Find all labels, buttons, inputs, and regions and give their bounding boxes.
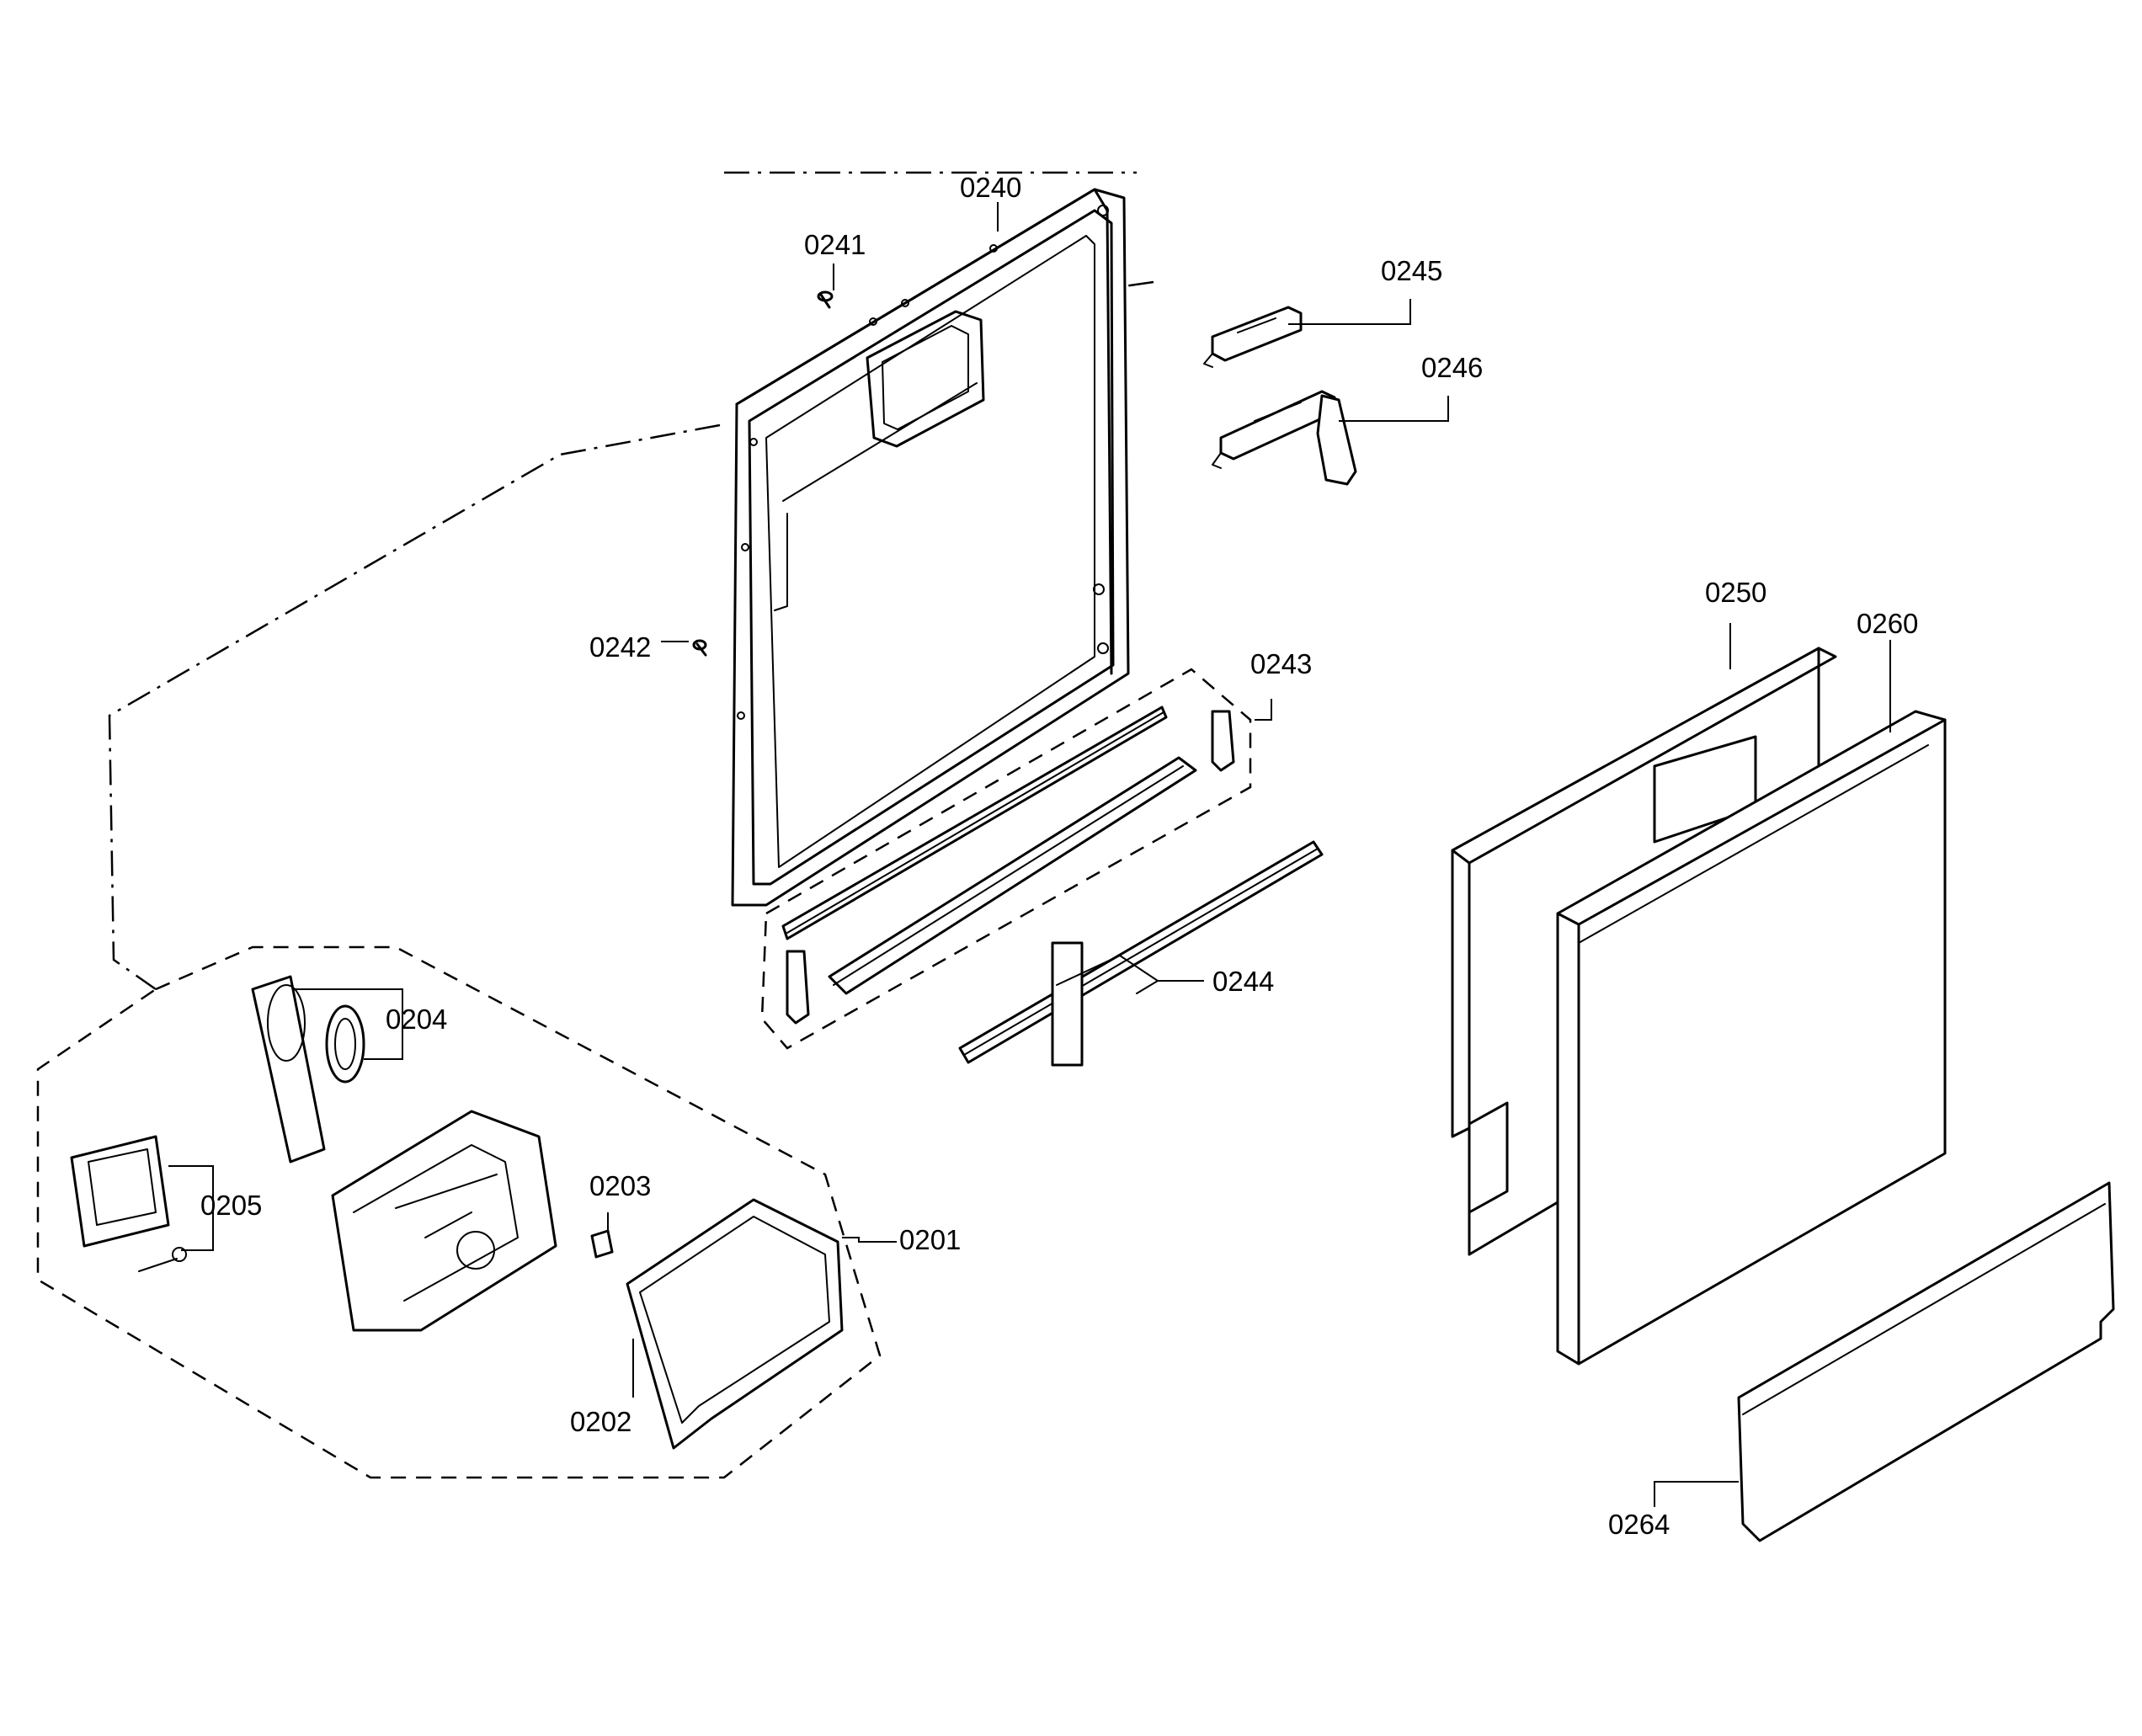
screw-0242 — [692, 639, 707, 657]
hinge-group-boundary — [760, 668, 1252, 1050]
control-housing — [331, 1110, 557, 1332]
valve-0205 — [70, 1135, 187, 1272]
label-0260: 0260 — [1857, 608, 1918, 639]
label-0205: 0205 — [200, 1190, 262, 1221]
label-0264: 0264 — [1608, 1509, 1670, 1540]
frame-gasket-0202 — [626, 1198, 844, 1450]
label-0246: 0246 — [1421, 352, 1483, 383]
label-0243: 0243 — [1250, 648, 1312, 679]
rail-0244 — [958, 840, 1324, 1067]
label-0242: 0242 — [589, 631, 651, 663]
label-0204: 0204 — [386, 1004, 447, 1035]
latch-0245 — [1203, 306, 1303, 368]
toe-kick-panel-0264 — [1737, 1181, 2115, 1542]
label-0203: 0203 — [589, 1170, 651, 1201]
label-0241: 0241 — [804, 229, 866, 260]
front-panel-0260 — [1556, 710, 1947, 1366]
control-module-group-boundary — [36, 945, 882, 1479]
label-0250: 0250 — [1705, 577, 1766, 608]
label-0202: 0202 — [570, 1406, 631, 1437]
label-0244: 0244 — [1212, 966, 1274, 997]
dispenser-cover-0204 — [251, 975, 365, 1164]
latch-0246 — [1212, 390, 1357, 486]
label-0240: 0240 — [960, 172, 1021, 203]
screw-0241 — [817, 290, 834, 309]
label-0201: 0201 — [899, 1224, 961, 1255]
label-0245: 0245 — [1381, 255, 1442, 286]
hinge-rail-0243 — [781, 706, 1235, 1025]
button-0203 — [590, 1229, 614, 1259]
inner-door-frame-0240 — [731, 188, 1130, 907]
leader-lines — [168, 202, 1891, 1507]
